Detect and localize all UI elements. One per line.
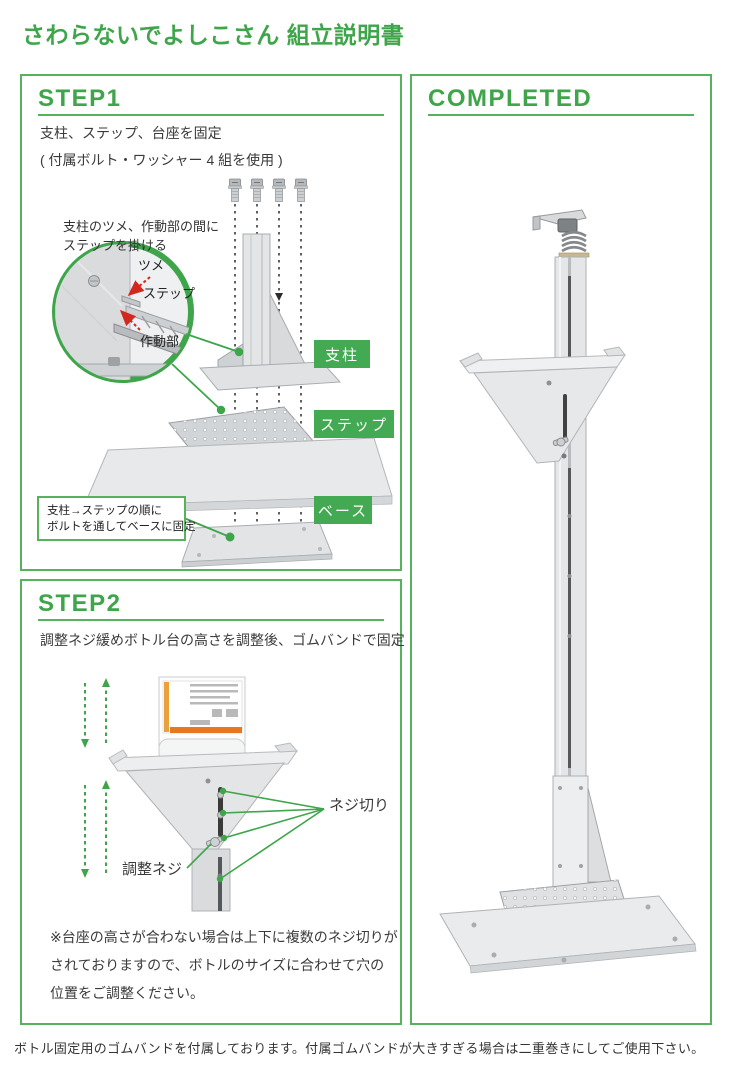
completed-tray-drawing [459, 346, 626, 464]
lever-spring-drawing [532, 209, 590, 258]
fixing-callout-line2: ボルトを通してベースに固定 [47, 521, 196, 533]
completed-heading-rule [428, 114, 694, 116]
base-drawing [181, 521, 333, 568]
step2-note-line2: されておりますので、ボトルのサイズに合わせて穴の [50, 957, 385, 973]
step2-note: ※台座の高さが合わない場合は上下に複数のネジ切りが されておりますので、ボトルの… [50, 923, 398, 1007]
step1-panel: STEP1 支柱、ステップ、台座を固定 ( 付属ボルト・ワッシャー 4 組を使用… [20, 74, 402, 571]
bolts-icon [228, 178, 308, 202]
hook-note-line1: 支柱のツメ、作動部の間に [63, 219, 220, 234]
step1-exploded-diagram [52, 178, 393, 568]
step1-heading: STEP1 [38, 85, 122, 112]
step1-description-line2: ( 付属ボルト・ワッシャー 4 組を使用 ) [40, 152, 283, 168]
red-pointer-arrows [119, 276, 151, 331]
footer-note: ボトル固定用のゴムバンドを付属しております。付属ゴムバンドが大きすぎる場合は二重… [14, 1041, 705, 1056]
part-label-base: ベース [314, 496, 372, 524]
step1-description-line1: 支柱、ステップ、台座を固定 [40, 125, 222, 141]
step2-adjustment-diagram [81, 676, 325, 912]
step-drawing [83, 406, 393, 515]
step2-note-line3: 位置をご調整ください。 [50, 985, 204, 1001]
magnifier-circle [52, 241, 194, 383]
step1-description: 支柱、ステップ、台座を固定 ( 付属ボルト・ワッシャー 4 組を使用 ) [40, 120, 283, 174]
fixing-callout: 支柱→ステップの順に ボルトを通してベースに固定 [37, 496, 196, 541]
pillar-drawing [198, 233, 342, 391]
adjust-screw-label: 調整ネジ [122, 861, 183, 878]
step2-note-line1: ※台座の高さが合わない場合は上下に複数のネジ切りが [50, 929, 398, 945]
hook-note: 支柱のツメ、作動部の間に ステップを掛ける [63, 217, 219, 255]
part-label-step: ステップ [314, 410, 394, 438]
completed-heading: COMPLETED [428, 85, 593, 112]
claw-label: ツメ [138, 258, 165, 273]
bottle-drawing [158, 676, 246, 763]
step2-heading: STEP2 [38, 590, 122, 617]
thread-pointer-lines [186, 787, 325, 883]
completed-panel: COMPLETED [410, 74, 712, 1025]
step1-heading-rule [38, 114, 384, 116]
green-connectors [171, 333, 244, 542]
step-hook-label: ステップ [143, 286, 196, 301]
step2-description: 調整ネジ緩めボトル台の高さを調整後、ゴムバンドで固定 [40, 632, 405, 648]
fixing-callout-line1: 支柱→ステップの順に [47, 505, 162, 517]
part-label-pillar: 支柱 [314, 340, 370, 368]
step2-panel: STEP2 調整ネジ緩めボトル台の高さを調整後、ゴムバンドで固定 [20, 579, 405, 1025]
base-plate-drawing [439, 895, 697, 974]
step2-heading-rule [38, 619, 384, 621]
actuator-label: 作動部 [140, 334, 180, 349]
up-down-arrowheads [81, 678, 110, 878]
page-title: さわらないでよしこさん 組立説明書 [22, 22, 405, 48]
bottle-tray-drawing [108, 742, 299, 912]
completed-product-photo [439, 209, 697, 974]
foot-bracket-drawing [552, 775, 612, 889]
thread-label: ネジ切り [329, 797, 390, 814]
up-down-arrows-icon [84, 683, 107, 873]
hook-note-line2: ステップを掛ける [63, 238, 168, 253]
